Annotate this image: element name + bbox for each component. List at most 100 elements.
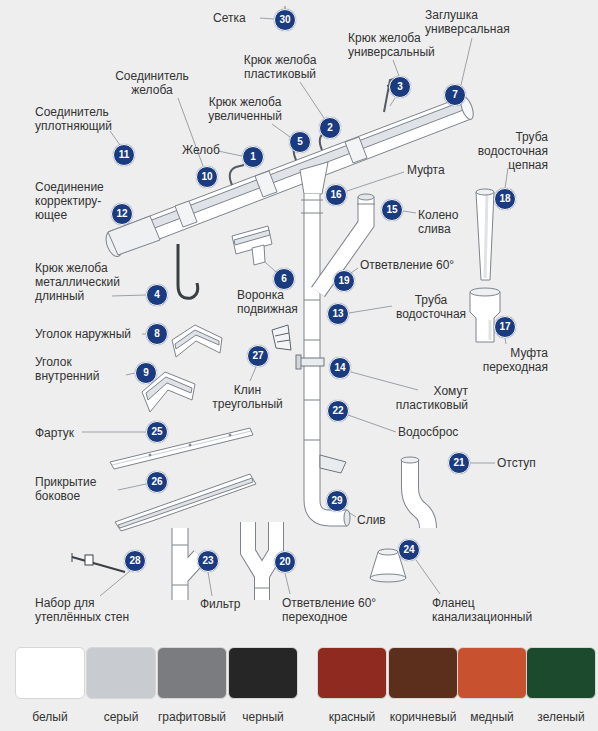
drip-apron bbox=[189, 444, 191, 446]
leader-line bbox=[208, 572, 212, 596]
callout-number: 5 bbox=[289, 131, 311, 153]
part-name: Фартук bbox=[35, 426, 95, 440]
leader-line bbox=[351, 268, 358, 273]
leader-line bbox=[505, 338, 506, 344]
callout-text: 30 bbox=[275, 10, 295, 29]
callout-number: 12 bbox=[111, 203, 133, 225]
color-name: белый bbox=[15, 710, 85, 724]
part-name: Соединитель желоба bbox=[112, 69, 192, 97]
side-cover bbox=[118, 478, 253, 528]
part-name: Соединение корректиру- ющее bbox=[35, 180, 120, 222]
color-swatch bbox=[86, 647, 156, 699]
leader-line bbox=[110, 131, 120, 145]
callout-text: 23 bbox=[198, 551, 218, 570]
part-name: Колено слива bbox=[418, 208, 478, 236]
callout-number: 30 bbox=[274, 9, 296, 31]
branch-transition bbox=[254, 588, 270, 589]
gutter-body bbox=[175, 201, 197, 227]
pipe-offset bbox=[410, 460, 428, 528]
part-name: Труба водосточная цепная bbox=[458, 130, 548, 172]
part-name: Хомут пластиковый bbox=[378, 384, 468, 412]
part-name: Муфта bbox=[407, 163, 457, 177]
callout-text: 21 bbox=[449, 453, 469, 472]
part-name: Заглушка универсальная bbox=[425, 8, 525, 36]
sewer-flange bbox=[378, 549, 398, 555]
downpipe bbox=[344, 510, 350, 526]
callout-text: 14 bbox=[330, 358, 350, 377]
color-swatch bbox=[317, 647, 387, 699]
downpipe bbox=[301, 200, 323, 440]
downpipe bbox=[300, 162, 328, 194]
callout-number: 24 bbox=[398, 539, 420, 561]
callout-text: 20 bbox=[275, 552, 295, 571]
callout-text: 17 bbox=[495, 317, 515, 336]
wall-kit bbox=[85, 555, 93, 565]
gutter-funnel bbox=[252, 245, 265, 265]
callout-number: 10 bbox=[196, 166, 218, 188]
downpipe bbox=[312, 194, 347, 518]
reducing-coupling bbox=[470, 292, 500, 342]
outer-corner bbox=[172, 325, 222, 357]
callout-number: 8 bbox=[146, 323, 168, 345]
color-legend-item: медный bbox=[457, 647, 527, 724]
color-legend-item: черный bbox=[228, 647, 298, 724]
callout-text: 2 bbox=[320, 118, 340, 137]
side-cover bbox=[115, 474, 256, 531]
callout-number: 17 bbox=[494, 316, 516, 338]
downpipe bbox=[358, 194, 374, 200]
part-name: Фильтр bbox=[200, 597, 255, 611]
leader-line bbox=[416, 560, 440, 594]
callout-number: 9 bbox=[135, 362, 157, 384]
color-name: черный bbox=[228, 710, 298, 724]
side-cover bbox=[115, 474, 256, 531]
callout-text: 28 bbox=[125, 551, 145, 570]
callout-number: 4 bbox=[146, 284, 168, 306]
color-legend-item: зеленый bbox=[526, 647, 596, 724]
color-swatch bbox=[15, 647, 85, 699]
color-name: медный bbox=[457, 710, 527, 724]
part-name: Ответвление 60° переходное bbox=[282, 596, 387, 624]
leader-line bbox=[250, 367, 256, 381]
chain-pipe bbox=[476, 192, 494, 280]
color-swatch bbox=[388, 647, 458, 699]
color-legend-item: графитовый bbox=[157, 647, 227, 724]
color-swatch bbox=[457, 647, 527, 699]
wall-kit bbox=[72, 553, 73, 562]
gutter-body bbox=[345, 137, 367, 163]
color-name: зеленый bbox=[526, 710, 596, 724]
callout-number: 23 bbox=[197, 550, 219, 572]
reducing-coupling bbox=[470, 288, 500, 296]
part-name: Ответвление 60° bbox=[360, 258, 480, 272]
drip-apron bbox=[149, 454, 151, 456]
gutter-funnel bbox=[234, 230, 270, 245]
callout-number: 6 bbox=[273, 268, 295, 290]
callout-number: 2 bbox=[319, 117, 341, 139]
callout-text: 11 bbox=[114, 145, 134, 164]
gutter-hook bbox=[230, 165, 244, 185]
water-diverter bbox=[320, 455, 346, 473]
downpipe bbox=[357, 204, 375, 205]
color-legend-item: белый bbox=[15, 647, 85, 724]
callout-number: 28 bbox=[124, 550, 146, 572]
part-name: Уголок внутренний bbox=[35, 355, 120, 383]
part-name: Крюк желоба универсальный bbox=[348, 31, 478, 59]
part-name: Труба водосточная bbox=[386, 293, 476, 321]
leader-line bbox=[112, 295, 146, 296]
leader-line bbox=[260, 18, 274, 19]
leader-line bbox=[470, 463, 495, 464]
leader-line bbox=[265, 262, 276, 272]
callout-number: 18 bbox=[494, 188, 516, 210]
callout-number: 29 bbox=[326, 490, 348, 512]
callout-text: 4 bbox=[147, 285, 167, 304]
color-swatch bbox=[526, 647, 596, 699]
callout-number: 14 bbox=[329, 357, 351, 379]
drip-apron bbox=[110, 428, 253, 469]
callout-text: 27 bbox=[248, 346, 268, 365]
leader-line bbox=[403, 211, 416, 213]
pipe-offset bbox=[410, 460, 428, 528]
gutter-body bbox=[255, 171, 277, 197]
water-diverter bbox=[320, 455, 346, 473]
callout-number: 1 bbox=[242, 146, 264, 168]
callout-number: 19 bbox=[333, 270, 355, 292]
chain-pipe bbox=[485, 194, 487, 278]
